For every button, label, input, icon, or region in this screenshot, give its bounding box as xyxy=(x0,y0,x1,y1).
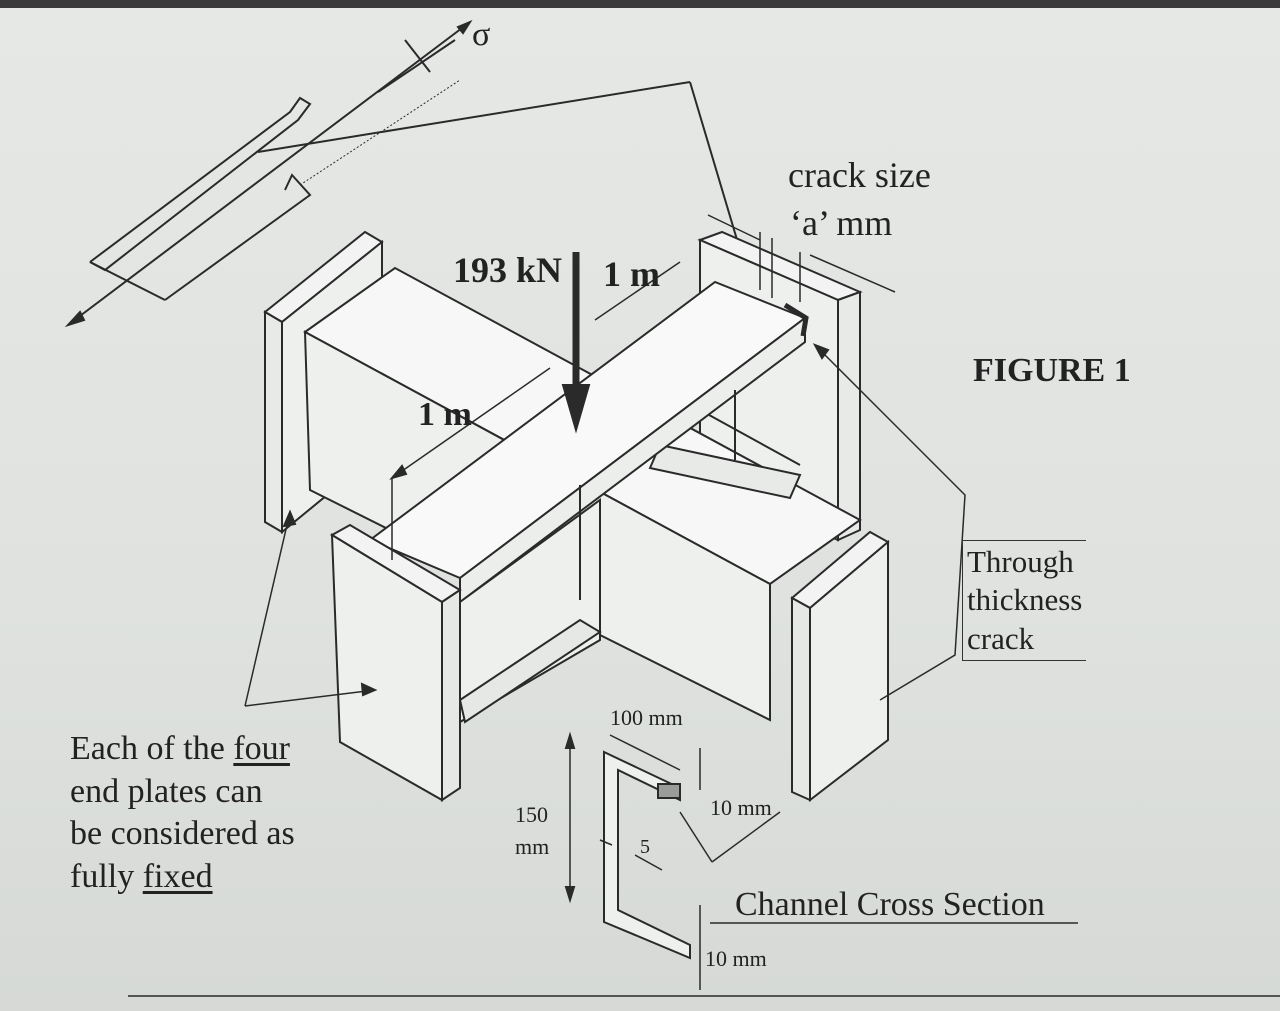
endplates-line-4-prefix: fully xyxy=(70,857,143,895)
crack-size-label: crack size xyxy=(788,155,931,195)
channel-cross-section xyxy=(564,731,781,990)
dim-flange-top-label: 10 mm xyxy=(710,795,772,820)
load-label: 193 kN xyxy=(453,250,563,290)
load-arrow xyxy=(561,252,591,434)
dim-height-label-1: 150 xyxy=(515,802,548,827)
span-left-label: 1 m xyxy=(418,396,472,433)
through-line-3: crack xyxy=(967,620,1035,656)
endplates-line-4-under: fixed xyxy=(142,857,213,895)
end-plate-front-right xyxy=(790,530,890,803)
crack-size-unit-label: ‘a’ mm xyxy=(790,203,893,243)
endplates-line-3: be considered as xyxy=(70,815,295,852)
dim-width-label: 100 mm xyxy=(610,705,683,730)
dim-height-label-2: mm xyxy=(515,834,550,859)
endplates-line-1-prefix: Each of the xyxy=(70,730,234,767)
endplates-line-4: fully fixed xyxy=(70,856,295,899)
span-top-label: 1 m xyxy=(603,254,660,294)
crack-mark xyxy=(783,302,809,337)
through-thickness-label: Through thickness crack xyxy=(962,540,1087,662)
endplates-line-1: Each of the four xyxy=(70,728,295,771)
dim-line-1m-left xyxy=(391,367,551,479)
dim-line-1m-top xyxy=(594,261,681,321)
end-plate-front-left xyxy=(330,523,462,802)
through-line-1: Through xyxy=(967,544,1074,579)
through-crack-leader xyxy=(814,344,966,701)
section-title: Channel Cross Section xyxy=(735,886,1045,923)
endplates-line-1-under: four xyxy=(233,730,290,767)
endplate-leader-2 xyxy=(244,689,376,707)
end-plates-note: Each of the four end plates can be consi… xyxy=(70,728,295,898)
through-line-2: thickness xyxy=(967,582,1083,618)
dim-flange-bottom-label: 10 mm xyxy=(705,946,767,971)
sigma-label: σ xyxy=(472,16,491,53)
endplate-leader-1 xyxy=(244,511,291,707)
top-border xyxy=(0,0,1280,8)
figure-title: FIGURE 1 xyxy=(973,352,1131,389)
crack-detail-inset xyxy=(64,19,691,328)
endplates-line-2: end plates can xyxy=(70,772,263,810)
dim-web-label: 5 xyxy=(640,836,650,858)
